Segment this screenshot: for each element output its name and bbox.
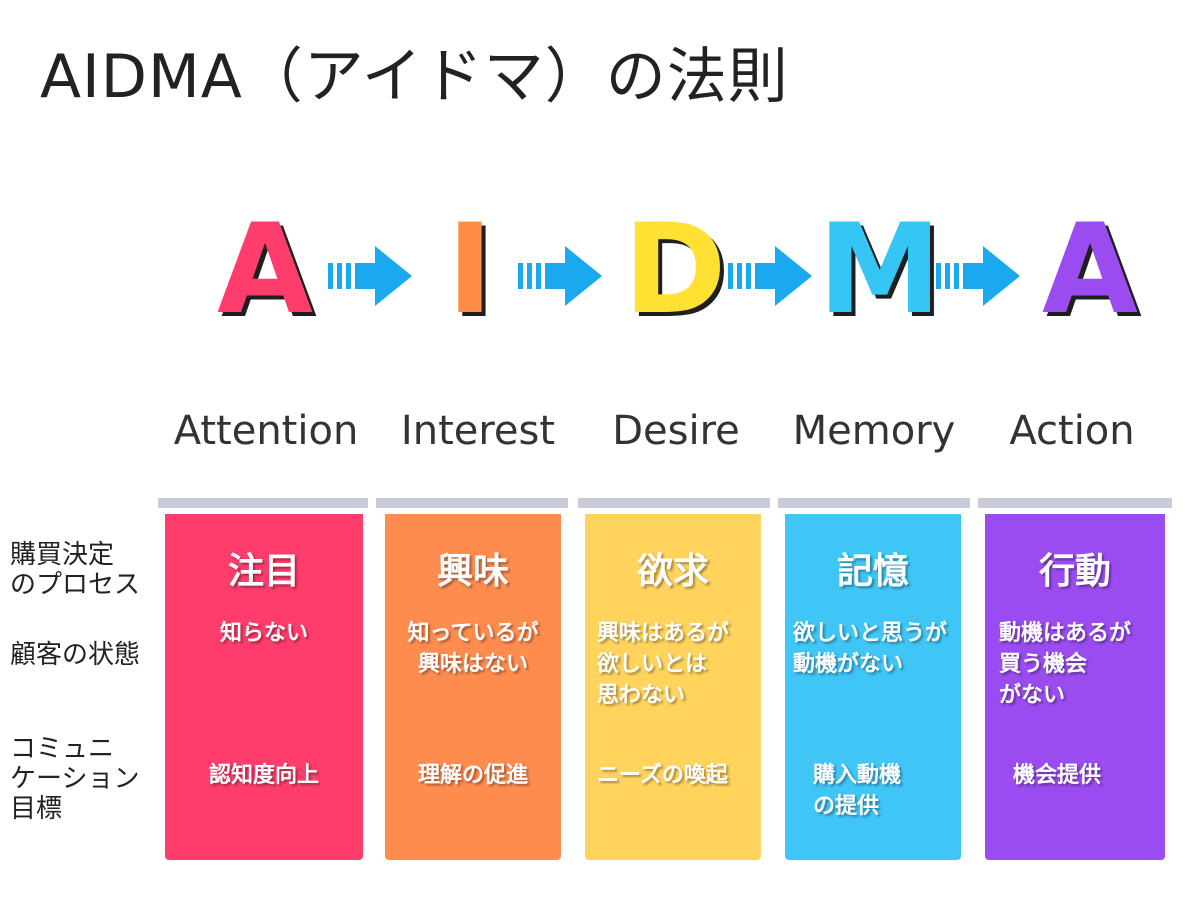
row-label-goal: コミュニ ケーション 目標 (10, 734, 140, 824)
letter-interest: I (446, 198, 494, 342)
divider-bar (158, 498, 368, 508)
stage-column-desire: 欲求 興味はあるが 欲しいとは 思わない ニーズの喚起 (585, 514, 761, 860)
customer-state: 欲しいと思うが 動機がない (793, 621, 948, 677)
arrow-right-icon (328, 246, 412, 306)
letter-attention: A (217, 198, 313, 342)
letter-memory: M (818, 198, 942, 342)
communication-goal: 購入動機 の提供 (813, 763, 902, 819)
communication-goal: 認知度向上 (208, 763, 319, 788)
stage-names: Attention Interest Desire Memory Action (0, 408, 1200, 468)
stage-column-action: 行動 動機はあるが 買う機会 がない 機会提供 (985, 514, 1165, 860)
column-heading: 記憶 (836, 551, 909, 592)
stage-column-interest: 興味 知っているが 興味はない 理解の促進 (385, 514, 561, 860)
row-label-process: 購買決定 のプロセス (10, 540, 141, 600)
communication-goal: 機会提供 (1013, 763, 1102, 788)
column-heading: 行動 (1038, 551, 1111, 592)
communication-goal: 理解の促進 (417, 763, 528, 788)
stage-column-memory: 記憶 欲しいと思うが 動機がない 購入動機 の提供 (785, 514, 961, 860)
divider-bar (578, 498, 770, 508)
stage-column-attention: 注目 知らない 認知度向上 (165, 514, 363, 860)
letter-desire: D (623, 198, 727, 342)
customer-state: 動機はあるが 買う機会 がない (999, 621, 1132, 708)
stage-name-interest: Interest (400, 408, 556, 454)
divider-bar (778, 498, 970, 508)
letter-action: A (1042, 198, 1138, 342)
stage-name-memory: Memory (792, 408, 956, 454)
arrow-right-icon (518, 246, 602, 306)
stage-name-desire: Desire (612, 408, 740, 454)
arrow-right-icon (936, 246, 1020, 306)
stage-name-attention: Attention (173, 408, 359, 454)
customer-state: 興味はあるが 欲しいとは 思わない (597, 621, 730, 708)
column-heading: 欲求 (636, 551, 709, 592)
aidma-letters: A I D M A (0, 200, 1200, 340)
customer-state: 知らない (219, 621, 308, 646)
communication-goal: ニーズの喚起 (597, 763, 728, 788)
divider-bar (376, 498, 568, 508)
column-heading: 興味 (436, 551, 509, 592)
arrow-right-icon (728, 246, 812, 306)
page-title: AIDMA（アイドマ）の法則 (40, 42, 789, 112)
divider-bar (978, 498, 1172, 508)
column-heading: 注目 (227, 551, 300, 592)
stage-name-action: Action (1009, 408, 1135, 454)
row-label-state: 顧客の状態 (10, 640, 141, 670)
customer-state: 知っているが 興味はない (407, 621, 539, 677)
